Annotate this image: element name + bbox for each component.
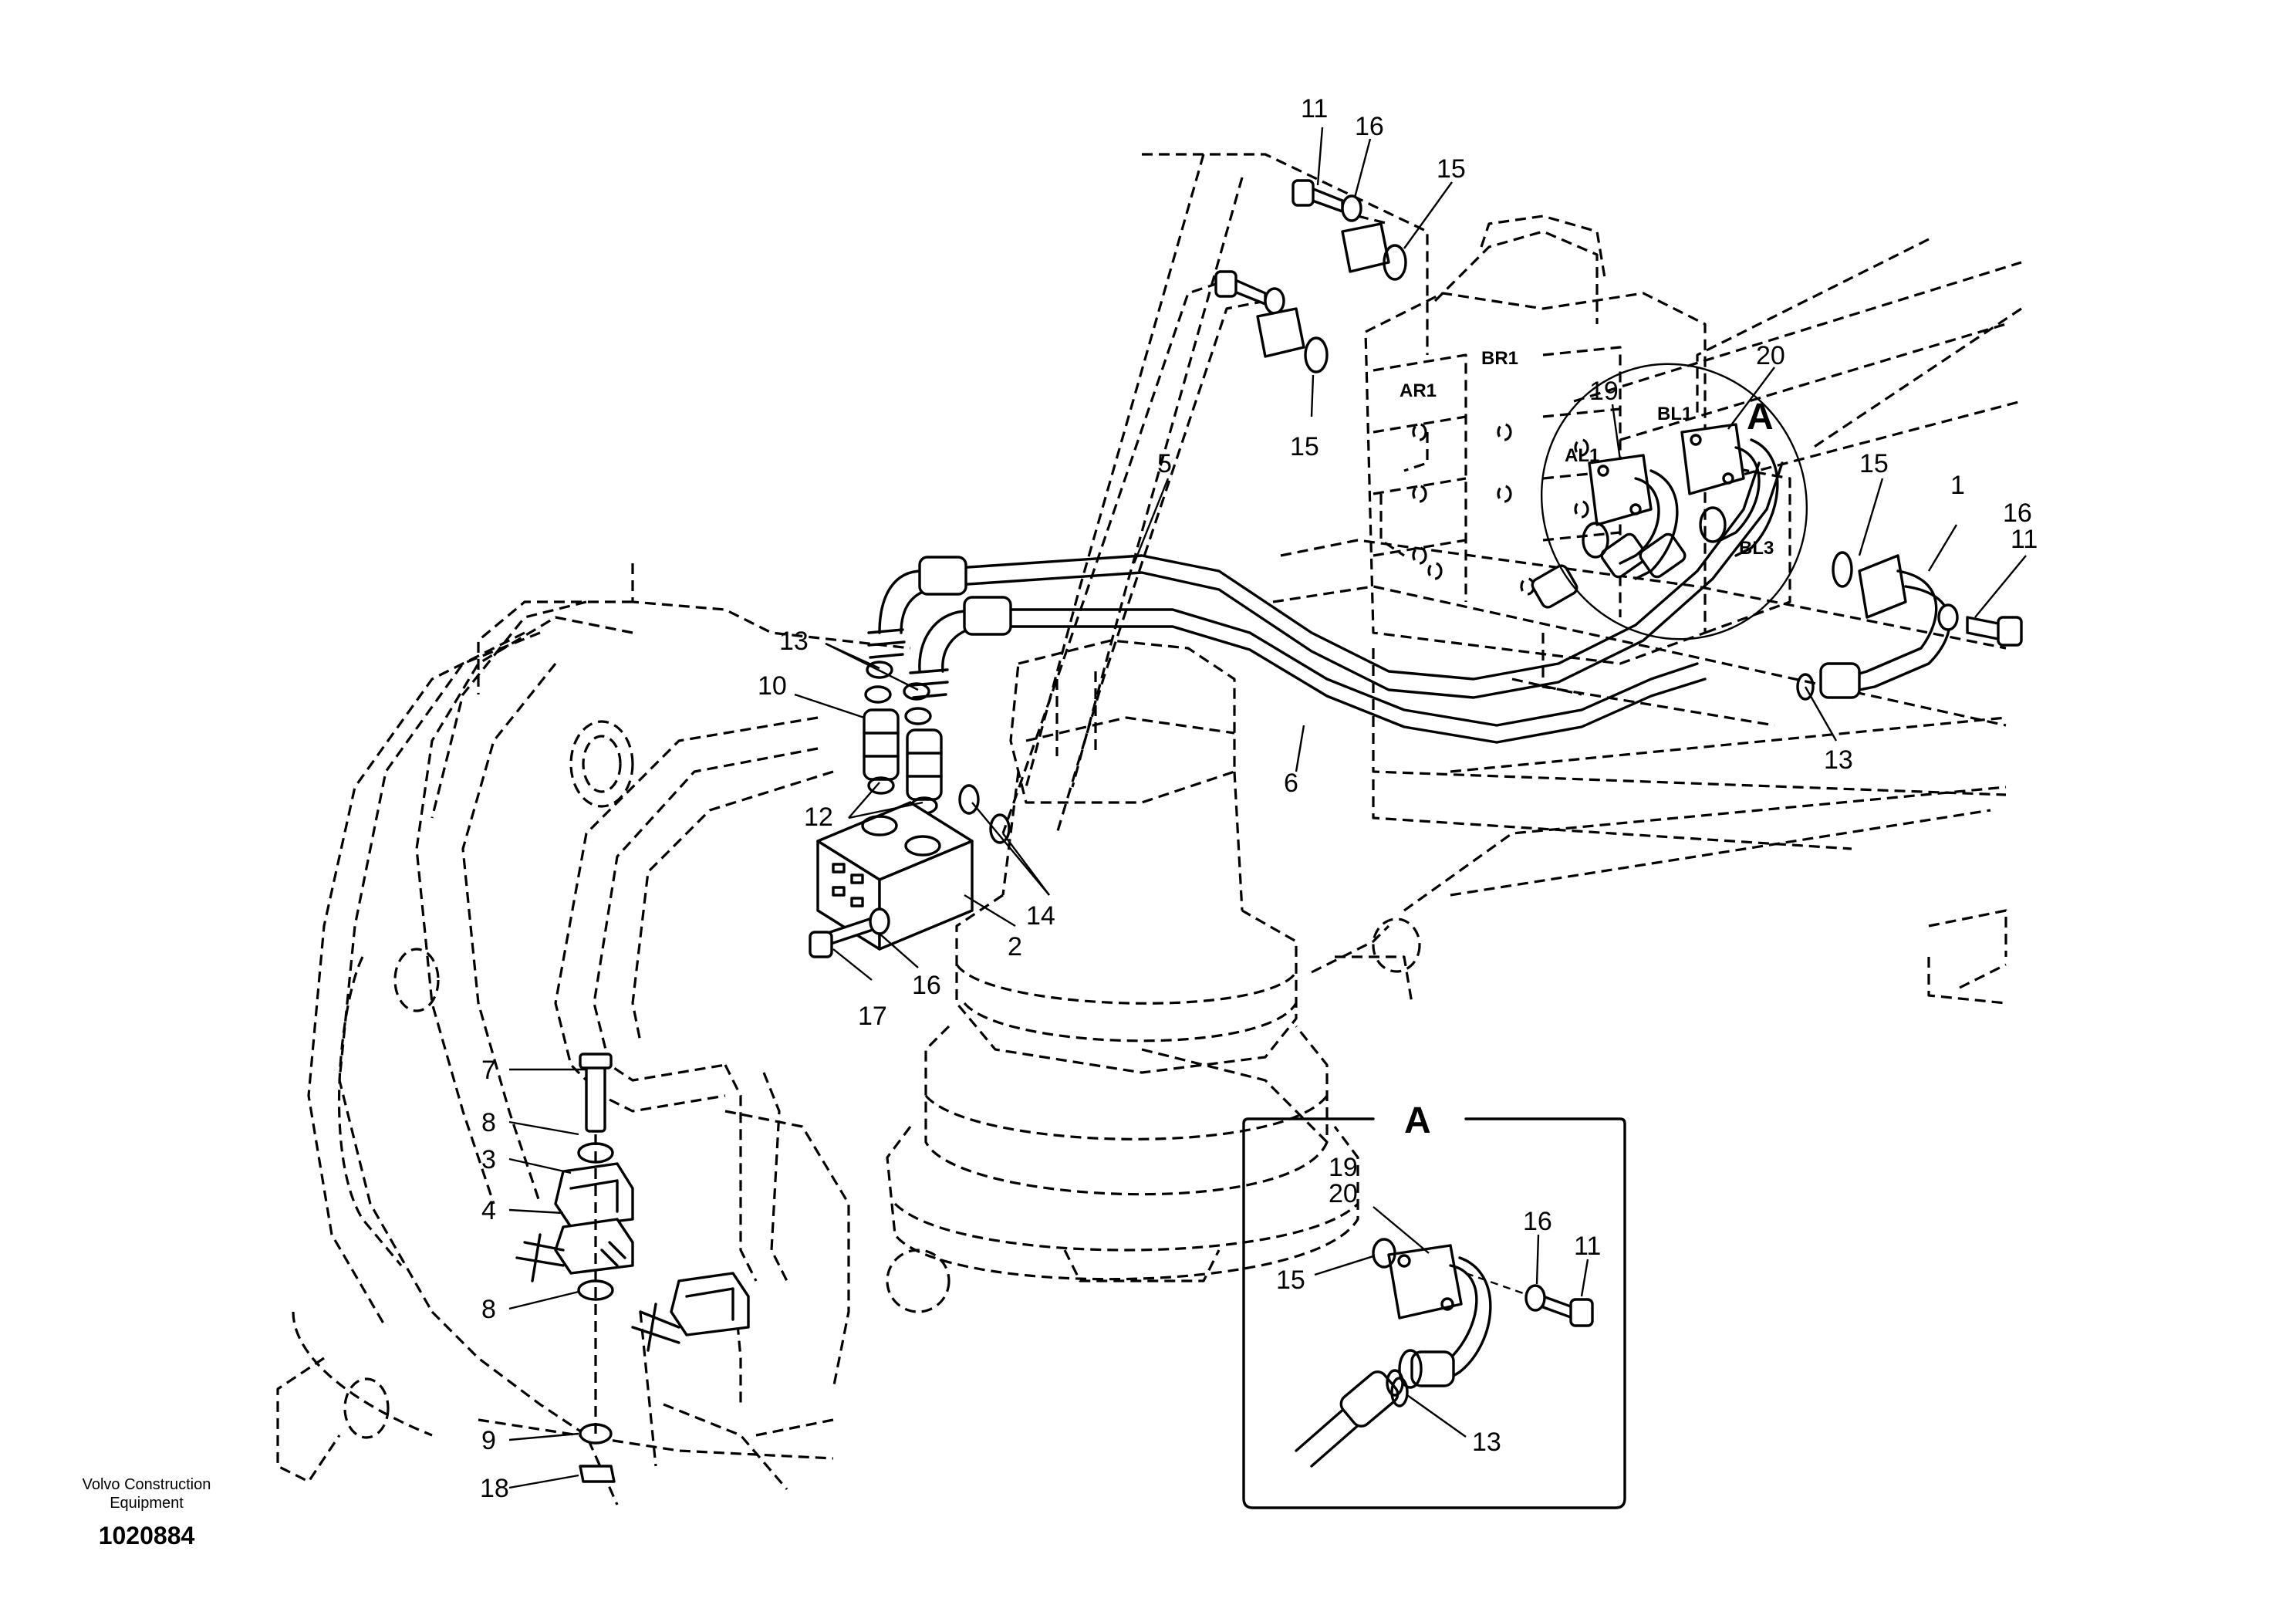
detail-a-inset: A 19 20 16 11 15 13	[1242, 1100, 1626, 1509]
callout-8-lower: 8	[481, 1295, 496, 1324]
split-flange-20	[1680, 423, 1779, 557]
o-ring-15-right	[1832, 551, 1853, 588]
lower-frame-phantom	[276, 563, 950, 1505]
callout-numbers: 11 16 15 15 20 19 5 15 1 16 11 13 10 12 …	[480, 94, 2038, 1503]
swing-motor-phantom	[886, 639, 1421, 1282]
callout-15-mid: 15	[1290, 432, 1319, 461]
callout-9: 9	[481, 1426, 496, 1455]
drawing-number: 1020884	[98, 1522, 195, 1549]
clamp-assembly	[515, 1053, 750, 1483]
port-label-br1: BR1	[1481, 348, 1518, 369]
callout-20: 20	[1756, 341, 1785, 370]
control-valve-phantom	[1364, 215, 1791, 727]
split-flange-19	[1582, 454, 1679, 580]
detail-callout-16: 16	[1523, 1207, 1552, 1236]
callout-16-top: 16	[1355, 112, 1384, 141]
port-label-ar1: AR1	[1400, 380, 1437, 401]
detail-callout-13: 13	[1472, 1428, 1501, 1457]
callout-12: 12	[804, 803, 833, 832]
callout-19: 19	[1589, 377, 1619, 406]
callout-16-block: 16	[912, 971, 941, 1000]
port-label-al1: AL1	[1565, 445, 1599, 466]
upper-frame-phantom	[1001, 153, 2022, 1144]
manufacturer-caption: Volvo Construction Equipment	[31, 1475, 262, 1512]
callout-6: 6	[1284, 769, 1298, 798]
detail-callout-19: 19	[1329, 1153, 1358, 1182]
callout-11-top: 11	[1301, 94, 1328, 123]
callout-13-right: 13	[1824, 745, 1853, 775]
o-ring-15-top	[1383, 244, 1407, 281]
port-labels: BR1 AR1 BL1 AL1 BL3	[1400, 348, 1774, 559]
bolt-11-second	[1214, 270, 1305, 358]
detail-callout-20: 20	[1329, 1179, 1358, 1208]
detail-callout-15: 15	[1276, 1265, 1305, 1295]
callout-15-top: 15	[1437, 154, 1466, 184]
manufacturer-line-2: Equipment	[110, 1495, 184, 1512]
detail-a-locator	[1540, 363, 1808, 640]
callout-1: 1	[1950, 471, 1965, 500]
callout-18: 18	[480, 1474, 509, 1503]
callout-15-right: 15	[1859, 449, 1889, 478]
port-label-bl3: BL3	[1739, 538, 1774, 559]
bolt-11-top	[1292, 179, 1390, 273]
callout-16-right: 16	[2003, 498, 2032, 528]
valve-block-2	[816, 784, 1011, 951]
detail-a-marker: A	[1747, 397, 1774, 438]
callout-14: 14	[1026, 901, 1055, 931]
bolt-17	[809, 907, 890, 958]
bolt-11-right	[1937, 603, 2023, 647]
callout-13-left: 13	[779, 627, 809, 656]
callout-17: 17	[858, 1002, 887, 1031]
fittings-10	[863, 661, 943, 815]
manufacturer-line-1: Volvo Construction	[82, 1476, 211, 1493]
leader-lines	[508, 127, 2027, 1489]
callout-11-right: 11	[2011, 525, 2038, 554]
callout-2: 2	[1008, 932, 1022, 961]
callout-10: 10	[758, 671, 787, 701]
o-ring-15-second	[1304, 336, 1329, 373]
flange-tube-1	[1796, 554, 1951, 701]
callout-7: 7	[481, 1056, 496, 1085]
port-label-bl1: BL1	[1657, 404, 1692, 424]
detail-a-title: A	[1404, 1100, 1431, 1141]
detail-callout-11: 11	[1574, 1232, 1601, 1261]
callout-3: 3	[481, 1145, 496, 1174]
callout-5: 5	[1157, 449, 1172, 478]
callout-4: 4	[481, 1196, 496, 1225]
callout-8-upper: 8	[481, 1108, 496, 1137]
